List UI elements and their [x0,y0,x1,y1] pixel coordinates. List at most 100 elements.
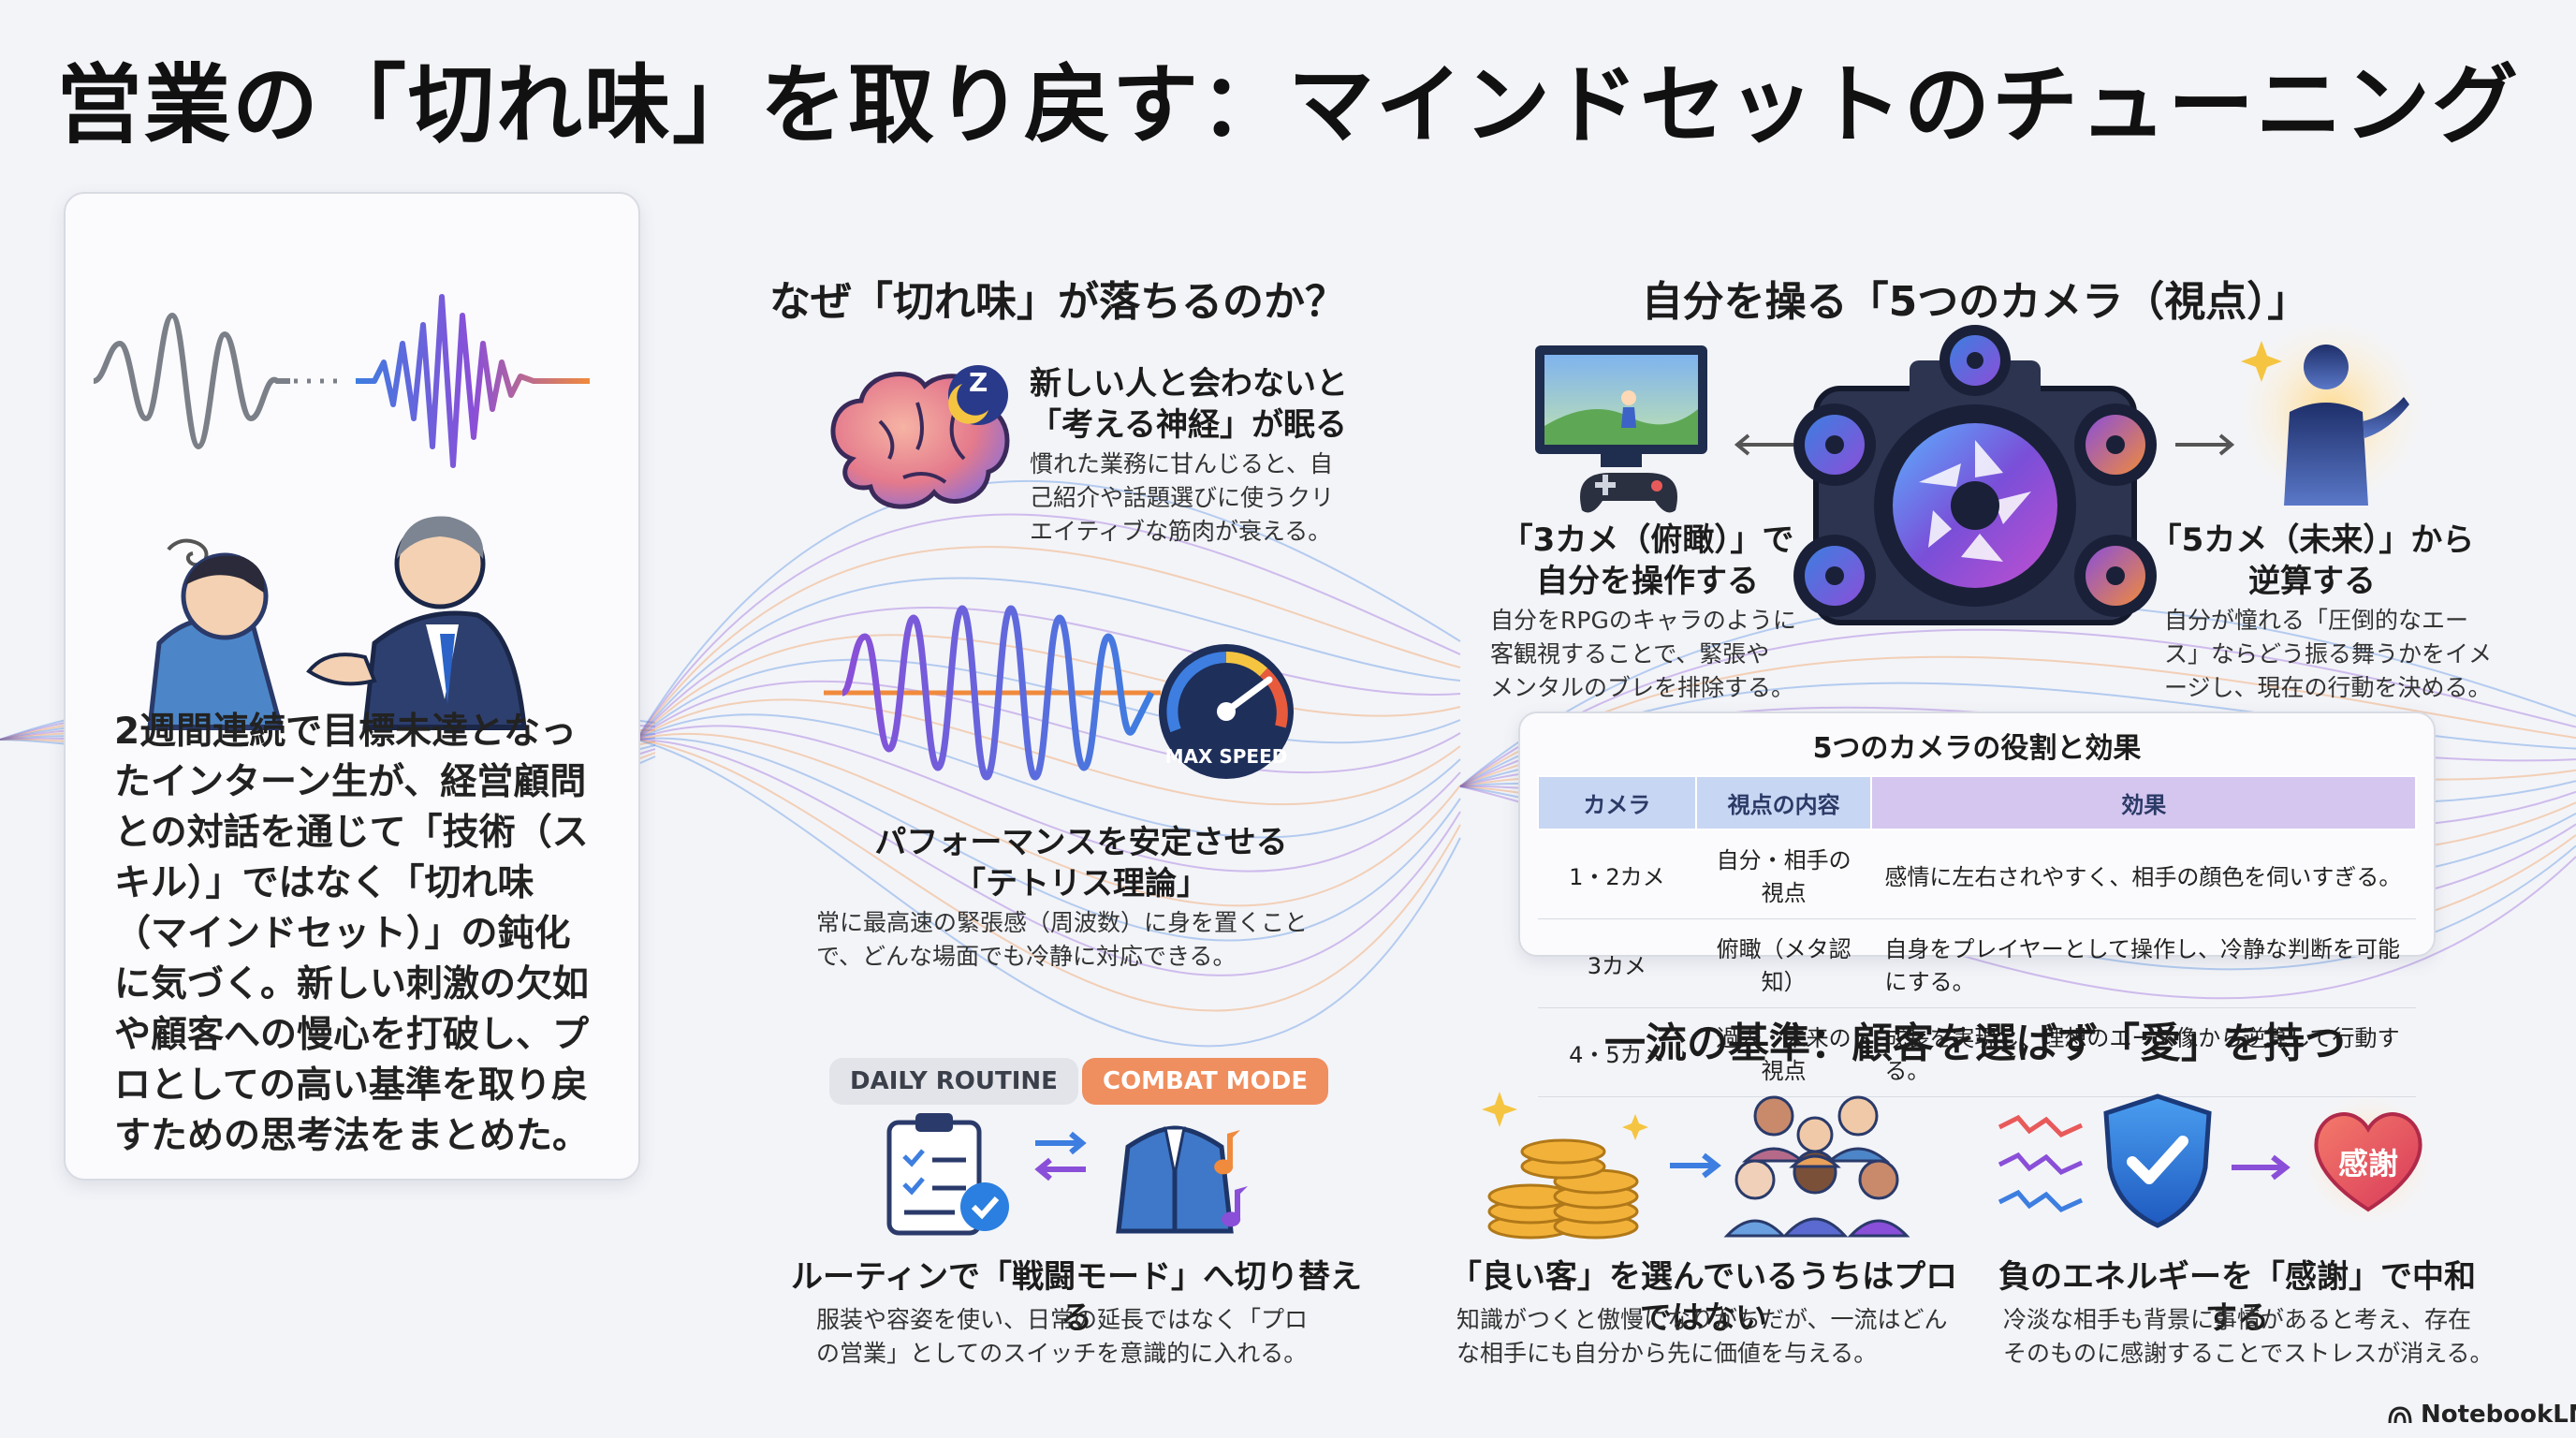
camera-left-title: 「3カメ（俯瞰）」で 自分を操作する [1488,520,1807,602]
small-lens-3 [1793,535,1876,617]
daily-routine-pill: DAILY ROUTINE [829,1058,1078,1105]
intro-illustration [94,294,590,730]
why-item2-body-line1: 常に最高速の緊張感（周波数）に身を置くこと [816,909,1309,936]
standard-left-body: 知識がつくと傲慢になりがちだが、一流はどん な相手にも自分から先に価値を与える。 [1456,1303,1981,1371]
sleep-bubble-icon [948,365,1008,425]
notebooklm-icon [2388,1406,2412,1424]
background-wave-line [636,577,1461,741]
table-header-camera: カメラ [1537,775,1697,830]
arrow-shield-icon [2232,1154,2291,1181]
standard-right-title: 負のエネルギーを「感謝」で中和する [1998,1258,2476,1337]
camera-left-body-line3: メンタルのブレを排除する。 [1490,674,1795,701]
camera-right-title-line1: 「5カメ（未来）」から [2149,521,2475,559]
background-wave-line [636,739,1461,1048]
dull-wave-icon [94,312,290,450]
why-item1-title: 新しい人と会わないと 「考える神経」が眠る [1030,363,1348,446]
brand-name: NotebookLM [2421,1401,2576,1429]
camera-left-body-line2: 客観視することで、緊張や [1490,640,1770,668]
standard-right-body: 冷淡な相手も背景に事情があると考え、存在 そのものに感謝することでストレスが消え… [2003,1303,2527,1371]
intern-icon [147,538,285,730]
table-row: 1・2カメ 自分・相手の視点 感情に左右されやすく、相手の顔色を伺いすぎる。 [1538,829,2416,919]
standard-left-body-line2: な相手にも自分から先に価値を与える。 [1456,1340,1878,1367]
table-row: 4・5カメ 過去・未来の視点 成長を実現し、理想のエース像から逆算して行動する。 [1538,1007,2416,1097]
camera-left-title-line1: 「3カメ（俯瞰）」で [1500,521,1794,559]
why-item3-body-line1: 服装や容姿を使い、日常の延長ではなく「プロ [816,1306,1309,1333]
why-item3-body-line2: の営業」としてのスイッチを意識的に入れる。 [816,1340,1308,1367]
background-wave-line [636,739,1461,1012]
background-wave-line [636,739,1461,976]
table-header-view: 視点の内容 [1694,775,1873,830]
background-wave-line [636,737,1461,942]
background-wave-line [636,725,1461,873]
advisor-icon [306,516,527,730]
standard-right-body-line2: そのものに感謝することでストレスが消える。 [2003,1340,2494,1367]
heart-label: 感謝 [2337,1146,2398,1181]
shield-icon [2103,1093,2212,1228]
small-lens-5 [2074,535,2157,617]
speed-gauge-icon [1159,644,1294,779]
brain-icon [830,365,1010,509]
why-item2-title-line2: 「テトリス理論」 [954,865,1208,902]
frequency-wave-icon [824,605,1161,781]
why-item1-body: 慣れた業務に甘んじると、自 己紹介や話題選びに使うクリ エイティブな筋肉が衰える… [1030,448,1367,549]
coins-icon [1482,1092,1648,1240]
standard-left-title: 「良い客」を選んでいるうちはプロではない [1449,1258,1958,1337]
standard-right-body-line1: 冷淡な相手も背景に事情があると考え、存在 [2003,1306,2472,1333]
table-row: 3カメ 俯瞰（メタ認知） 自身をプレイヤーとして操作し、冷静な判断を可能にする。 [1538,918,2416,1008]
arrow-left-icon [1734,433,1793,456]
camera-left-title-line2: 自分を操作する [1536,563,1759,600]
camera-right-body-line2: ス」ならどう振る舞うかをイメ [2164,640,2493,668]
background-wave-line [636,733,1461,907]
why-item2-title-line1: パフォーマンスを安定させる [874,824,1288,861]
brand-logo: NotebookLM [2387,1401,2576,1429]
background-wave-line [636,698,1461,806]
sharp-wave-icon [356,294,590,468]
camera-left-body: 自分をRPGのキャラのように 客観視することで、緊張や メンタルのブレを排除する… [1490,604,1827,705]
ace-silhouette-icon [2237,318,2424,506]
background-wave-line [636,713,1461,839]
arrow-coins-icon [1670,1152,1721,1179]
camera-table-title: 5つのカメラの役割と効果 [1812,732,2142,765]
why-item1-title-line2: 「考える神経」が眠る [1030,406,1347,444]
why-item1-body-line3: エイティブな筋肉が衰える。 [1030,518,1332,545]
camera-right-body-line3: ージし、現在の行動を決める。 [2164,674,2492,701]
background-wave-line [636,513,1461,741]
page-title: 営業の「切れ味」を取り戻す：マインドセットのチューニング [55,55,2520,155]
table-cell: 成長を実現し、理想のエース像から逆算して行動する。 [1871,1007,2416,1097]
small-lens-4 [2074,404,2157,486]
background-wave-line [1459,628,2576,787]
negative-energy-icon [1998,1114,2084,1212]
why-item3-body: 服装や容姿を使い、日常の延長ではなく「プロ の営業」としてのスイッチを意識的に入… [816,1303,1359,1371]
why-item2-body: 常に最高速の緊張感（周波数）に身を置くこと で、どんな場面でも冷静に対応できる。 [816,906,1359,974]
table-cell: 自身をプレイヤーとして操作し、冷静な判断を可能にする。 [1871,918,2416,1008]
standard-section-title: 一流の基準：顧客を選ばず「愛」を持つ [1604,1020,2346,1067]
background-wave-line [636,546,1461,741]
why-item1-body-line2: 己紹介や話題選びに使うクリ [1030,484,1335,511]
table-cell: 3カメ [1538,918,1696,1008]
camera-right-body: 自分が憧れる「圧倒的なエー ス」ならどう振る舞うかをイメ ージし、現在の行動を決… [2164,604,2520,705]
standard-left-body-line1: 知識がつくと傲慢になりがちだが、一流はどん [1456,1306,1948,1333]
why-item3-title: ルーティンで「戦闘モード」へ切り替える [791,1258,1362,1337]
camera-table: カメラ 視点の内容 効果 1・2カメ 自分・相手の視点 感情に左右されやすく、相… [1537,775,2417,1097]
intro-card: 2週間連続で目標未達となったインターン生が、経営顧問との対話を通じて「技術（スキ… [64,192,640,1181]
camera-table-card: 5つのカメラの役割と効果 カメラ 視点の内容 効果 1・2カメ 自分・相手の視点… [1518,712,2436,1097]
camera-right-body-line1: 自分が憧れる「圧倒的なエー [2164,607,2469,634]
intro-text: 2週間連続で目標未達となったインターン生が、経営顧問との対話を通じて「技術（スキ… [114,711,590,1157]
suit-icon [1116,1125,1248,1234]
table-header-effect: 効果 [1870,775,2417,830]
sleep-glyph: Z [969,367,988,398]
table-cell: 1・2カメ [1538,829,1696,919]
heart-icon [2303,1093,2434,1225]
camera-right-title: 「5カメ（未来）」から 逆算する [2144,520,2481,602]
max-speed-label: MAX SPEED [1164,745,1288,768]
cameras-section-title: 自分を操る「5つのカメラ（視点）」 [1641,278,2309,326]
switch-arrows-icon [1034,1131,1087,1181]
camera-right-title-line2: 逆算する [2248,563,2376,600]
table-cell: 過去・未来の視点 [1695,1007,1872,1097]
people-group-icon [1723,1095,1910,1238]
table-cell: 自分・相手の視点 [1695,829,1872,919]
arrow-right-icon [2175,433,2235,456]
background-wave-line [636,479,1461,741]
background-wave-line [636,607,1461,741]
game-screen-icon [1535,345,1707,513]
